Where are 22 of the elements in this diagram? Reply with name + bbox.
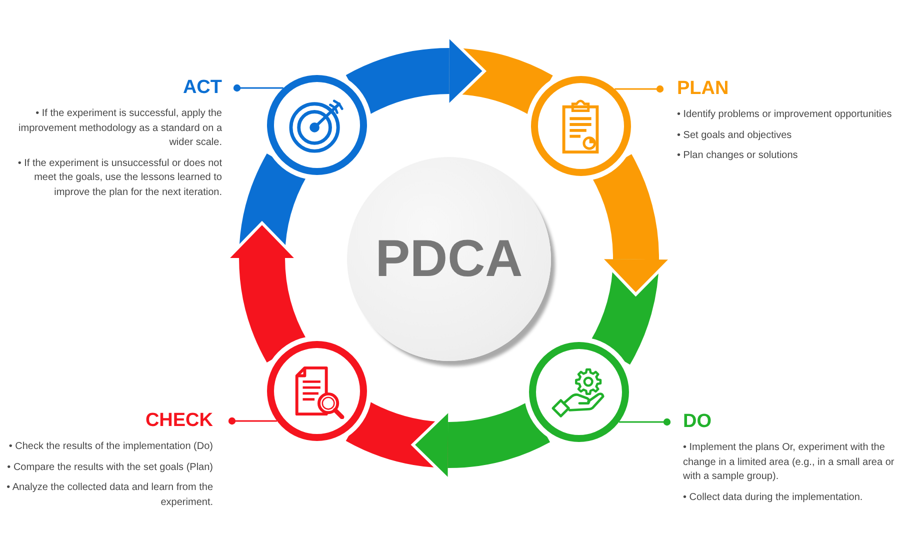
bullet-text: • Check the results of the implementation (Do) <box>8 440 213 454</box>
step-heading: ACT <box>182 76 222 100</box>
step-heading: DO <box>683 410 712 434</box>
bullet-text: • Analyze the collected data and learn from the experiment. <box>6 481 213 510</box>
bullet-text: • Identify problems or improvement opportunities <box>677 108 892 122</box>
cycle-arrow <box>590 155 672 296</box>
leader-line <box>228 417 277 425</box>
bullet-text: • If the experiment is unsuccessful or does not meet the goals, use the lessons learned to improve the plan for the next iteration. <box>16 156 222 200</box>
step-heading: PLAN <box>677 77 729 101</box>
leader-line <box>233 84 284 92</box>
bullet-text: • Implement the plans Or, experiment with the change in a limited area (e.g., in a small area or with a sample group). <box>683 441 896 484</box>
bullet-text: • Compare the results with the set goals (Plan) <box>7 460 213 474</box>
center-title: PDCA <box>375 233 523 285</box>
bullet-text: • Set goals and objectives <box>677 128 792 142</box>
cycle-arrow <box>412 401 549 480</box>
leader-line <box>614 85 664 93</box>
step-heading: CHECK <box>145 409 213 433</box>
cycle-arrow <box>347 36 486 116</box>
bullet-text: • Collect data during the implementation. <box>683 490 863 504</box>
bullet-text: • If the experiment is successful, apply the improvement methodology as a standard on a wider scale. <box>18 107 222 150</box>
bullet-text: • Plan changes or solutions <box>677 149 798 163</box>
leader-line <box>619 418 671 426</box>
